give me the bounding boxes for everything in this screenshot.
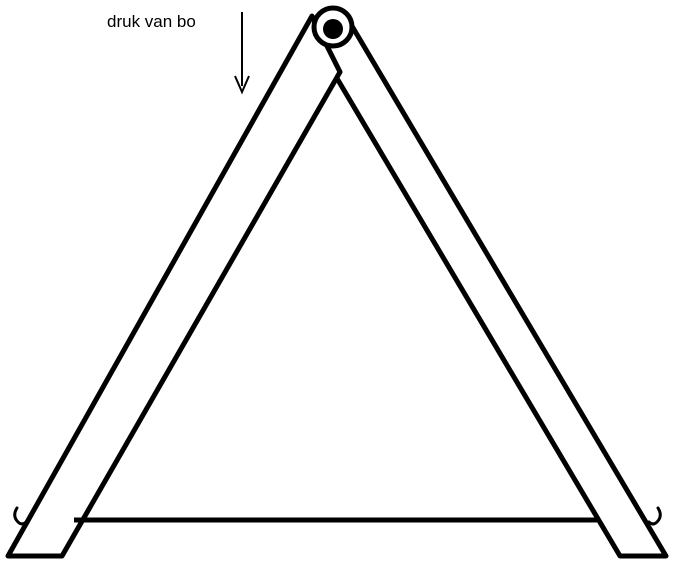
hinge-pin-icon bbox=[323, 19, 343, 39]
pressure-label: druk van bo bbox=[107, 12, 196, 31]
left-leg bbox=[5, 13, 343, 559]
right-hook bbox=[647, 506, 662, 526]
right-leg bbox=[316, 13, 669, 559]
left-hook bbox=[13, 506, 28, 526]
down-arrow-icon bbox=[234, 12, 250, 95]
